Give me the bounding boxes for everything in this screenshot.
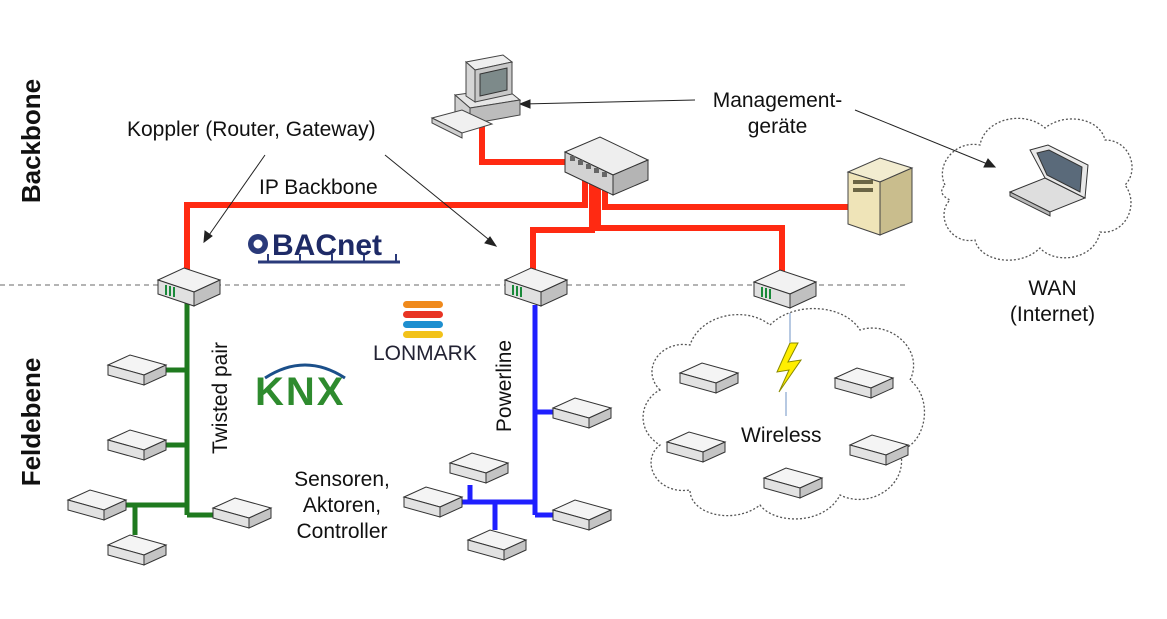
svg-text:BACnet: BACnet [272, 229, 382, 262]
level-label-backbone: Backbone [16, 78, 46, 204]
wan-label-line1: WAN [1028, 277, 1077, 300]
field-device-icon [107, 534, 167, 566]
lonmark-logo: LONMARK [373, 301, 477, 365]
laptop-icon [1008, 144, 1089, 217]
field-device-icon [403, 486, 463, 518]
network-switch-icon [563, 136, 650, 196]
field-device-icon [107, 354, 167, 386]
management-label-line1: Management- [712, 89, 843, 112]
management-label-line2: geräte [747, 115, 808, 138]
coupler-router-powerline [504, 267, 568, 307]
knx-logo: KNX [255, 363, 346, 414]
field-device-icon [107, 429, 167, 461]
wan-label-line2: (Internet) [1009, 303, 1096, 326]
twisted-pair-label: Twisted pair [209, 341, 232, 455]
lightning-icon [776, 342, 803, 393]
field-device-icon [212, 497, 272, 529]
coupler-router-twisted-pair [157, 267, 221, 307]
devices-label-line1: Sensoren, [294, 468, 390, 491]
annotation-arrows [203, 99, 997, 247]
field-device-icon [552, 397, 612, 429]
field-device-icon [67, 489, 127, 521]
desktop-computer-icon [430, 54, 522, 139]
powerline-label: Powerline [493, 339, 516, 433]
wireless-label: Wireless [741, 424, 822, 447]
coupler-label: Koppler (Router, Gateway) [127, 118, 376, 141]
svg-text:LONMARK: LONMARK [373, 342, 477, 365]
ip-backbone-label: IP Backbone [259, 176, 378, 199]
server-tower-icon [846, 157, 914, 236]
devices-label: Sensoren, Aktoren, Controller [280, 467, 404, 545]
field-device-icon [467, 529, 527, 561]
devices-label-line2: Aktoren, [302, 494, 382, 517]
management-label: Management- geräte [690, 88, 865, 140]
wan-label: WAN (Internet) [995, 276, 1110, 328]
level-label-field: Feldebene [16, 357, 46, 487]
wireless-cloud-icon [642, 307, 926, 520]
svg-text:KNX: KNX [255, 370, 345, 414]
devices-label-line3: Controller [296, 520, 388, 543]
field-device-icon [552, 499, 612, 531]
coupler-router-wireless [753, 269, 817, 309]
field-device-icon [449, 452, 509, 484]
bacnet-logo: BACnet [243, 228, 403, 268]
